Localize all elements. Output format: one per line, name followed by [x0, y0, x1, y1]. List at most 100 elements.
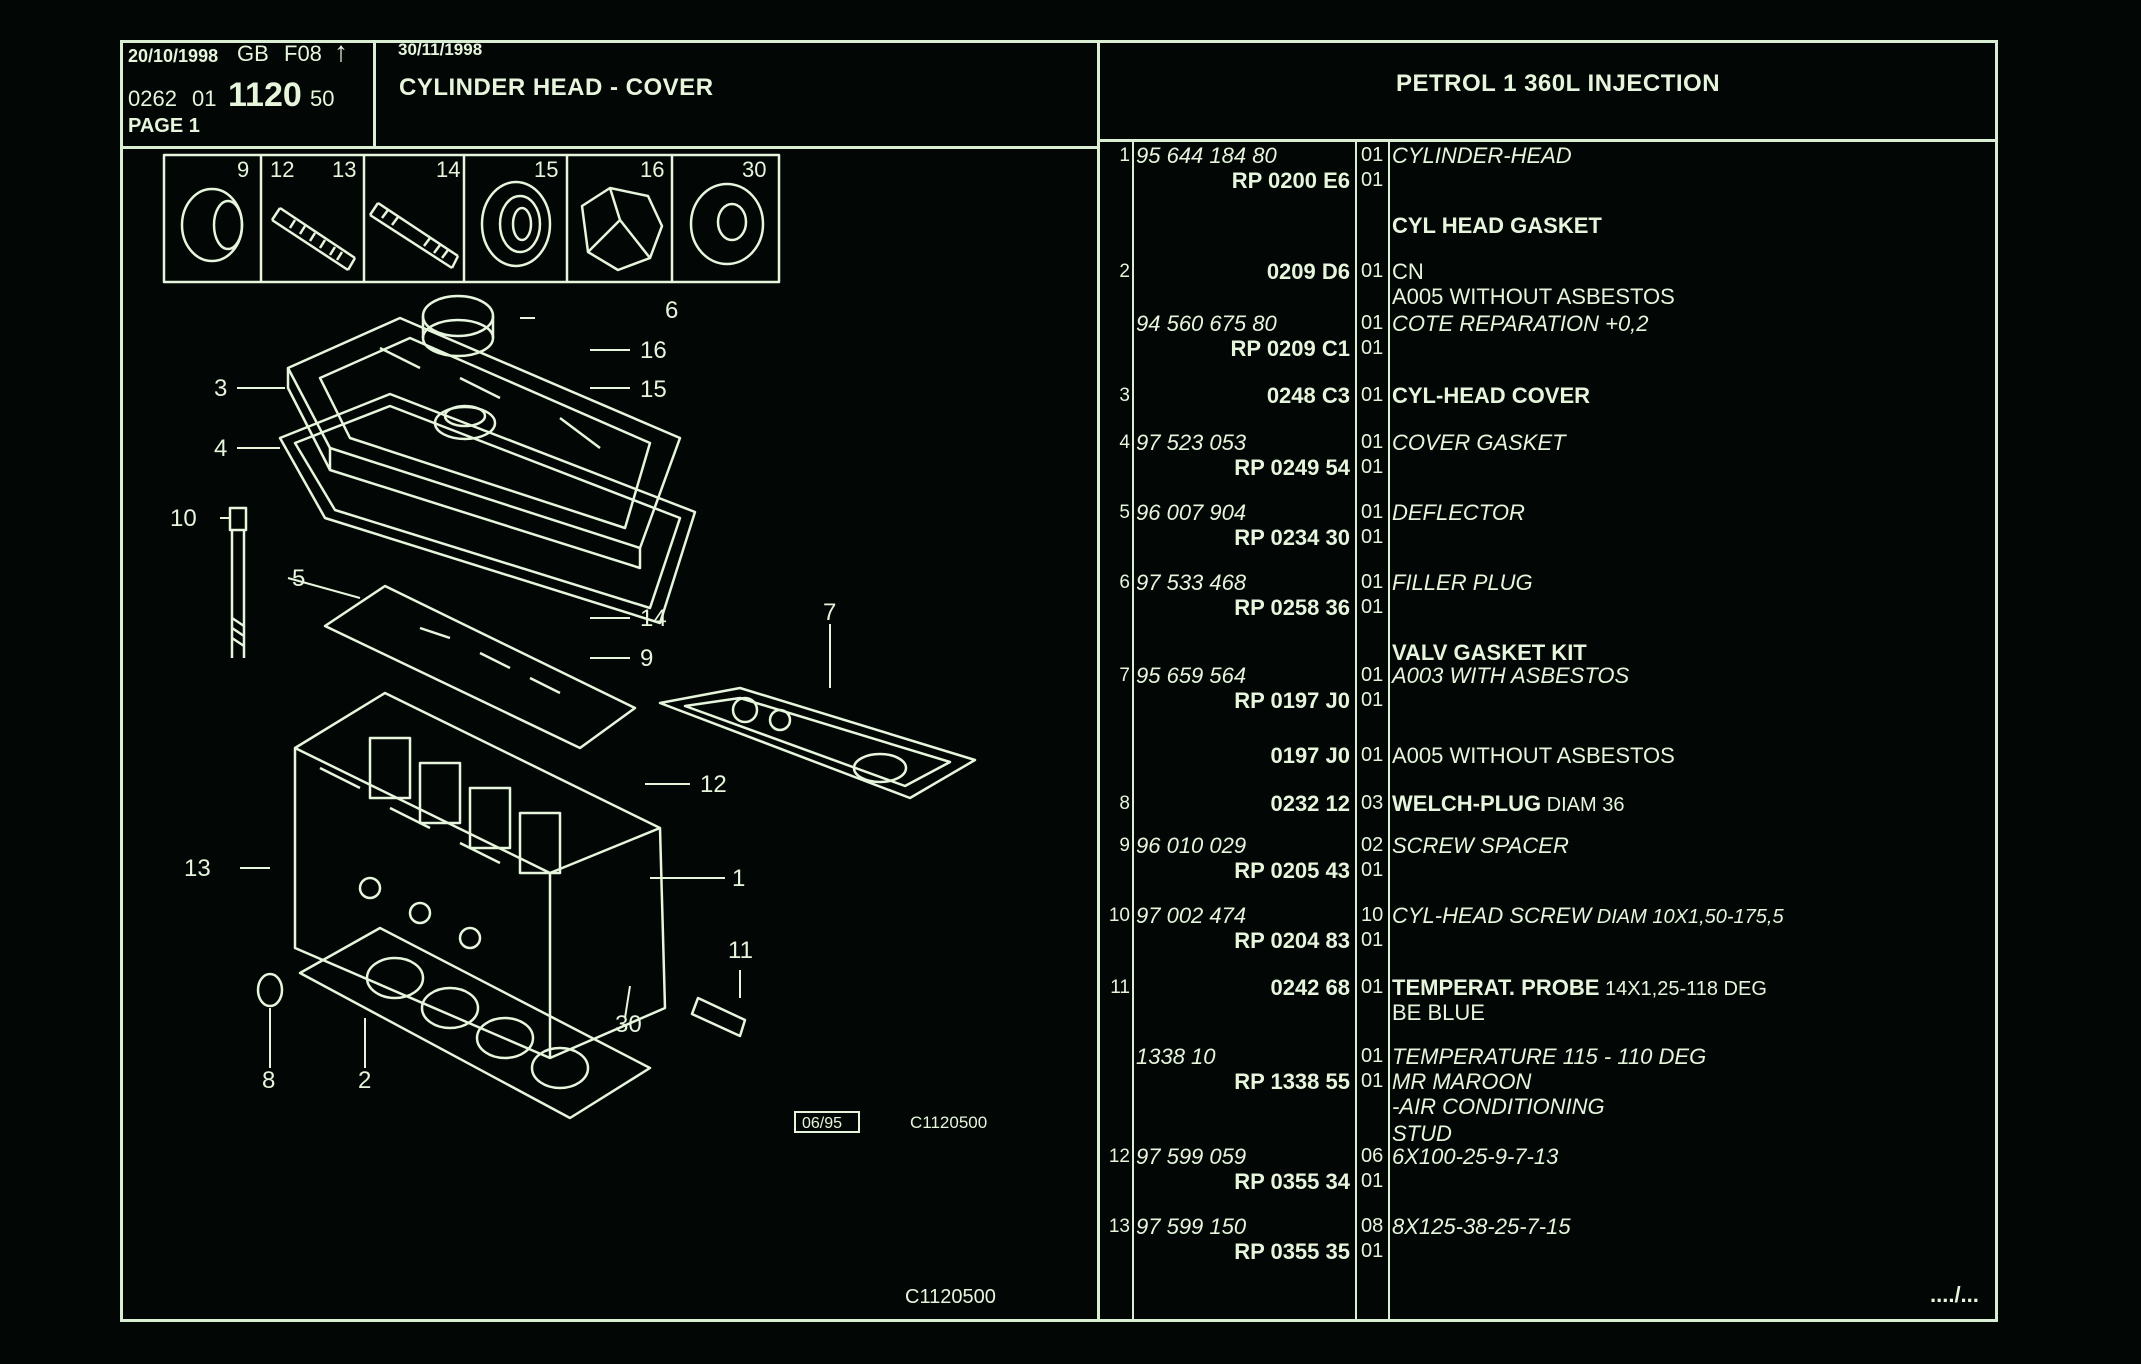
icon-strip-frame [162, 153, 781, 284]
callout-16: 16 [640, 337, 667, 364]
header-ref-a: 0262 [128, 86, 177, 111]
part-quantity: 01 [1361, 976, 1384, 998]
callout-15: 15 [640, 376, 667, 403]
description-text: CN [1392, 259, 1424, 284]
reference-code: RP 0258 36 [1234, 595, 1350, 620]
part-description: CYL HEAD GASKET [1392, 213, 1602, 238]
description-text: A005 WITHOUT ASBESTOS [1392, 743, 1675, 768]
description-text: 8X125-38-25-7-15 [1392, 1214, 1571, 1239]
icon-strip [162, 153, 781, 284]
callout-10: 10 [170, 505, 197, 532]
part-quantity: 01 [1361, 1070, 1384, 1092]
description-text: DIAM 10X1,50-175,5 [1591, 906, 1784, 928]
part-ref-number: 1 [1119, 145, 1130, 166]
part-number: 1338 10 [1136, 1044, 1216, 1069]
head-gasket [298, 926, 652, 1120]
valve-gasket-kit [658, 686, 977, 800]
nut-icon [580, 186, 664, 272]
description-text: STUD [1392, 1121, 1452, 1146]
part-quantity: 01 [1361, 526, 1384, 548]
description-text: CYL HEAD GASKET [1392, 213, 1602, 238]
icon-label-13: 13 [332, 157, 357, 182]
part-description: A003 WITH ASBESTOS [1392, 663, 1629, 688]
part-description: CN [1392, 259, 1424, 284]
welch-plug [256, 972, 284, 1008]
filler-plug [421, 294, 495, 358]
callout-12: 12 [700, 771, 727, 798]
part-ref-number: 8 [1119, 793, 1130, 814]
description-text: 6X100-25-9-7-13 [1392, 1144, 1559, 1169]
part-description: CYL-HEAD SCREW DIAM 10X1,50-175,5 [1392, 903, 1784, 930]
callout-14: 14 [640, 605, 667, 632]
part-description: 8X125-38-25-7-15 [1392, 1214, 1571, 1239]
diagram-code: C1120500 [910, 1113, 987, 1132]
description-text: TEMPERATURE 115 - 110 DEG [1392, 1044, 1707, 1069]
part-number: 97 599 059 [1136, 1144, 1247, 1169]
description-text: 14X1,25-118 DEG [1599, 978, 1767, 1000]
part-quantity: 01 [1361, 689, 1384, 711]
continued-marker: ..../... [1930, 1282, 1979, 1307]
header-page: PAGE 1 [128, 115, 200, 137]
part-ref-number: 6 [1119, 572, 1130, 593]
callout-8: 8 [262, 1067, 275, 1094]
header-ref-main: 1120 [228, 76, 302, 114]
callout-5: 5 [292, 565, 305, 592]
reference-code: RP 0209 C1 [1230, 336, 1350, 361]
cylinder-head-block [293, 691, 667, 1060]
part-ref-number: 11 [1110, 977, 1130, 998]
description-text: BE BLUE [1392, 1000, 1485, 1025]
deflector [323, 584, 637, 750]
callout-11: 11 [728, 937, 753, 964]
part-number: 97 002 474 [1136, 903, 1247, 928]
reference-code: RP 0205 43 [1234, 858, 1350, 883]
washer-icon [480, 180, 552, 268]
part-quantity: 01 [1361, 144, 1384, 166]
part-quantity: 01 [1361, 596, 1384, 618]
part-description: VALV GASKET KIT [1392, 640, 1587, 665]
header-arrow: ↑ [334, 36, 348, 67]
description-text: VALV GASKET KIT [1392, 640, 1587, 665]
reference-code: RP 0355 34 [1234, 1169, 1350, 1194]
stud-icon [270, 206, 357, 272]
part-description: MR MAROON [1392, 1069, 1531, 1094]
part-description: SCREW SPACER [1392, 833, 1569, 858]
part-description: COTE REPARATION +0,2 [1392, 311, 1649, 336]
reference-code: 0242 68 [1270, 975, 1350, 1000]
callout-9: 9 [640, 645, 653, 672]
cover-gasket [278, 392, 697, 625]
part-number: 95 659 564 [1136, 663, 1247, 688]
date-box [794, 1111, 860, 1133]
part-description: COVER GASKET [1392, 430, 1566, 455]
description-text: COTE REPARATION +0,2 [1392, 311, 1649, 336]
callout-13: 13 [184, 855, 211, 882]
divider-ref-col [1132, 141, 1134, 1322]
part-quantity: 01 [1361, 169, 1384, 191]
page-title: CYLINDER HEAD - COVER [399, 74, 714, 101]
part-ref-number: 2 [1119, 261, 1130, 282]
header-ref-c: 50 [310, 86, 335, 111]
reference-code: RP 0234 30 [1234, 525, 1350, 550]
header-ref-b: 01 [192, 86, 217, 111]
long-stud-icon [368, 201, 460, 270]
reference-code: RP 0355 35 [1234, 1239, 1350, 1264]
part-quantity: 08 [1361, 1215, 1384, 1237]
divider-qty-col-right [1388, 141, 1390, 1322]
callout-7: 7 [823, 599, 836, 626]
reference-code: 0209 D6 [1266, 259, 1350, 284]
callout-2: 2 [358, 1067, 371, 1094]
header-lang: GB [237, 41, 269, 66]
part-quantity: 01 [1361, 744, 1384, 766]
header-date2: 30/11/1998 [398, 40, 483, 59]
reference-code: 0232 12 [1270, 791, 1350, 816]
part-quantity: 01 [1361, 929, 1384, 951]
description-text: TEMPERAT. PROBE [1392, 975, 1600, 1000]
part-description: A005 WITHOUT ASBESTOS [1392, 284, 1675, 309]
exploded-diagram: 6 16 15 3 4 10 5 14 9 7 12 13 1 11 30 8 … [162, 153, 996, 1308]
part-description: 6X100-25-9-7-13 [1392, 1144, 1558, 1169]
icon-label-30: 30 [742, 157, 767, 182]
part-quantity: 01 [1361, 384, 1384, 406]
part-number: 97 599 150 [1136, 1214, 1247, 1239]
description-text: DIAM 36 [1541, 794, 1625, 816]
part-number: 95 644 184 80 [1136, 143, 1277, 168]
